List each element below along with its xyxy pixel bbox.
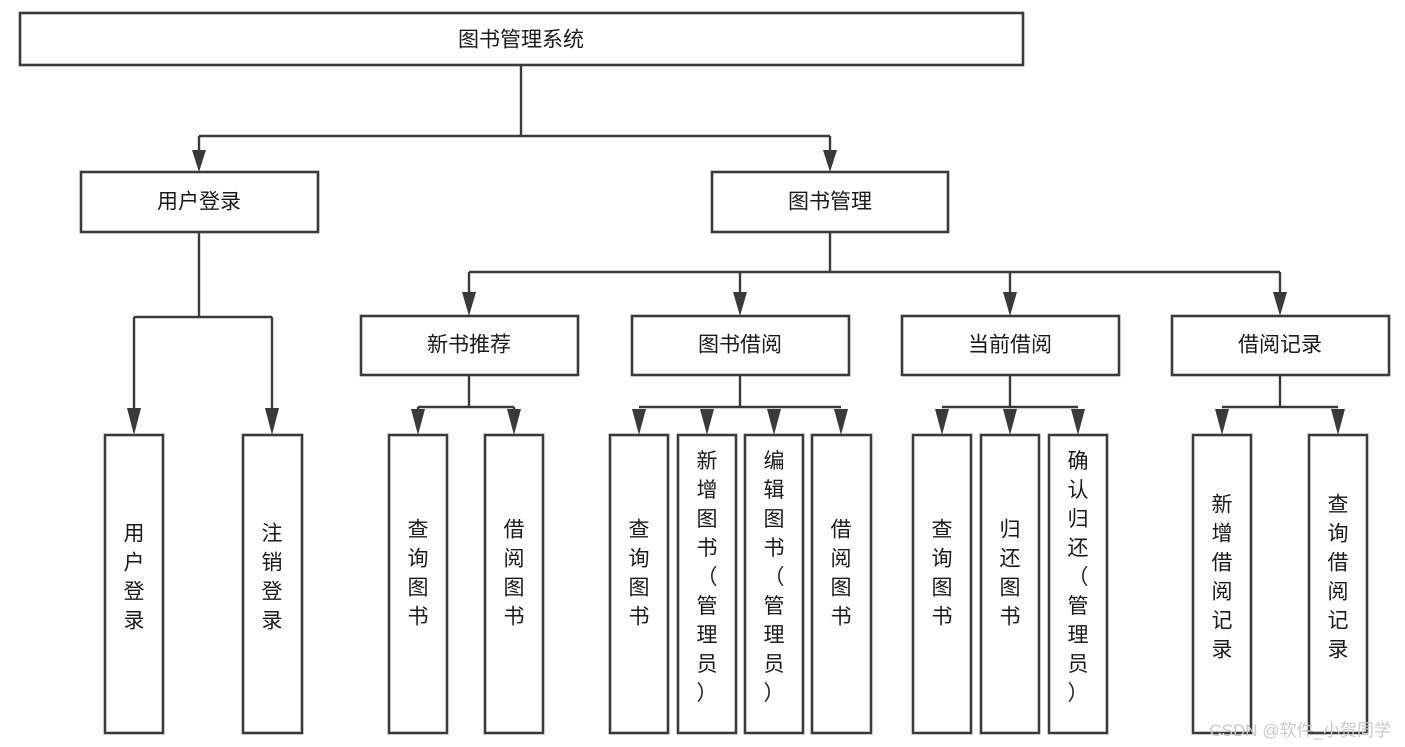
leaf-query-book-1-box[interactable]: [387, 433, 449, 735]
arrow-root-to-user-login: [192, 150, 206, 172]
arrow-bm-c2: [733, 292, 747, 316]
node-root-box[interactable]: [18, 11, 1025, 67]
leaf-query-book-3-box[interactable]: [911, 433, 973, 735]
connector-layer: [127, 65, 1345, 435]
leaf-borrow-book-2[interactable]: 借阅图书: [810, 433, 873, 735]
leaf-query-book-2-label: 查询图书: [629, 519, 650, 629]
arrow-bb-l1: [632, 409, 646, 435]
node-book-manage-label: 图书管理: [788, 191, 872, 214]
node-borrow-record-box[interactable]: [1170, 314, 1391, 377]
leaf-query-book-2-box[interactable]: [608, 433, 670, 735]
node-book-manage-box[interactable]: [710, 170, 950, 234]
leaf-query-record-box[interactable]: [1307, 433, 1369, 735]
leaf-user-login[interactable]: 用户登录: [103, 433, 165, 735]
arrow-cb-l2: [1003, 409, 1017, 435]
arrow-br-l2: [1331, 409, 1345, 435]
leaf-edit-book-label: 编辑图书（管理员）: [764, 450, 785, 705]
leaf-logout-label: 注销登录: [262, 523, 283, 633]
leaf-query-book-1[interactable]: 查询图书: [387, 433, 449, 735]
leaf-query-record[interactable]: 查询借阅记录: [1307, 433, 1369, 735]
arrow-nbr-l1: [411, 409, 425, 435]
leaf-query-book-2[interactable]: 查询图书: [608, 433, 670, 735]
leaf-borrow-book-1[interactable]: 借阅图书: [483, 433, 545, 735]
node-new-book-recommend-label: 新书推荐: [427, 334, 511, 357]
leaf-query-book-3[interactable]: 查询图书: [911, 433, 973, 735]
node-borrow-record-label: 借阅记录: [1238, 334, 1322, 357]
arrow-br-l1: [1215, 409, 1229, 435]
leaf-logout-box[interactable]: [241, 433, 304, 735]
arrow-user-login-l2: [265, 408, 279, 435]
leaf-query-book-3-label: 查询图书: [932, 519, 953, 629]
arrow-root-to-book-manage: [823, 150, 837, 172]
leaf-add-book-label: 新增图书（管理员）: [697, 450, 718, 705]
node-current-borrow[interactable]: 当前借阅: [900, 314, 1121, 377]
arrow-bb-l3: [767, 409, 781, 435]
node-new-book-recommend[interactable]: 新书推荐: [359, 314, 580, 377]
leaf-return-book[interactable]: 归还图书: [979, 433, 1041, 735]
arrow-cb-l1: [935, 409, 949, 435]
csdn-watermark: CSDN @软件_小贺同学: [1209, 721, 1391, 740]
leaf-logout[interactable]: 注销登录: [241, 433, 304, 735]
arrow-bb-l2: [700, 409, 714, 435]
leaf-add-record[interactable]: 新增借阅记录: [1191, 433, 1253, 735]
arrow-bm-c1: [462, 292, 476, 316]
leaf-add-record-box[interactable]: [1191, 433, 1253, 735]
node-root-label: 图书管理系统: [458, 29, 584, 52]
leaf-confirm-return-box[interactable]: [1047, 433, 1109, 735]
leaf-edit-book[interactable]: 编辑图书（管理员）: [743, 433, 805, 735]
leaf-return-book-box[interactable]: [979, 433, 1041, 735]
leaf-borrow-book-2-box[interactable]: [810, 433, 873, 735]
leaf-return-book-label: 归还图书: [1000, 519, 1021, 629]
leaf-edit-book-box[interactable]: [743, 433, 805, 735]
leaf-confirm-return-label: 确认归还（管理员）: [1068, 450, 1089, 705]
arrow-cb-l3: [1071, 409, 1085, 435]
node-book-borrow[interactable]: 图书借阅: [630, 314, 851, 377]
arrow-bb-l4: [834, 409, 848, 435]
node-user-login[interactable]: 用户登录: [79, 170, 320, 234]
leaf-borrow-book-1-label: 借阅图书: [504, 519, 525, 629]
leaf-query-book-1-label: 查询图书: [408, 519, 429, 629]
leaf-query-record-label: 查询借阅记录: [1328, 494, 1349, 662]
arrow-bm-c3: [1003, 292, 1017, 316]
leaf-borrow-book-1-box[interactable]: [483, 433, 545, 735]
node-current-borrow-box[interactable]: [900, 314, 1121, 377]
arrow-nbr-l2: [507, 409, 521, 435]
node-user-login-box[interactable]: [79, 170, 320, 234]
leaf-add-book[interactable]: 新增图书（管理员）: [676, 433, 738, 735]
node-root[interactable]: 图书管理系统: [18, 11, 1025, 67]
node-book-manage[interactable]: 图书管理: [710, 170, 950, 234]
node-book-borrow-box[interactable]: [630, 314, 851, 377]
leaf-user-login-label: 用户登录: [124, 523, 145, 633]
node-current-borrow-label: 当前借阅: [968, 334, 1052, 357]
node-book-borrow-label: 图书借阅: [698, 334, 782, 357]
leaf-borrow-book-2-label: 借阅图书: [831, 519, 852, 629]
arrow-bm-c4: [1273, 292, 1287, 316]
leaf-add-record-label: 新增借阅记录: [1212, 494, 1233, 662]
leaf-confirm-return[interactable]: 确认归还（管理员）: [1047, 433, 1109, 735]
node-borrow-record[interactable]: 借阅记录: [1170, 314, 1391, 377]
arrow-user-login-l1: [127, 408, 141, 435]
leaf-add-book-box[interactable]: [676, 433, 738, 735]
leaf-user-login-box[interactable]: [103, 433, 165, 735]
node-user-login-label: 用户登录: [157, 191, 241, 214]
node-new-book-recommend-box[interactable]: [359, 314, 580, 377]
